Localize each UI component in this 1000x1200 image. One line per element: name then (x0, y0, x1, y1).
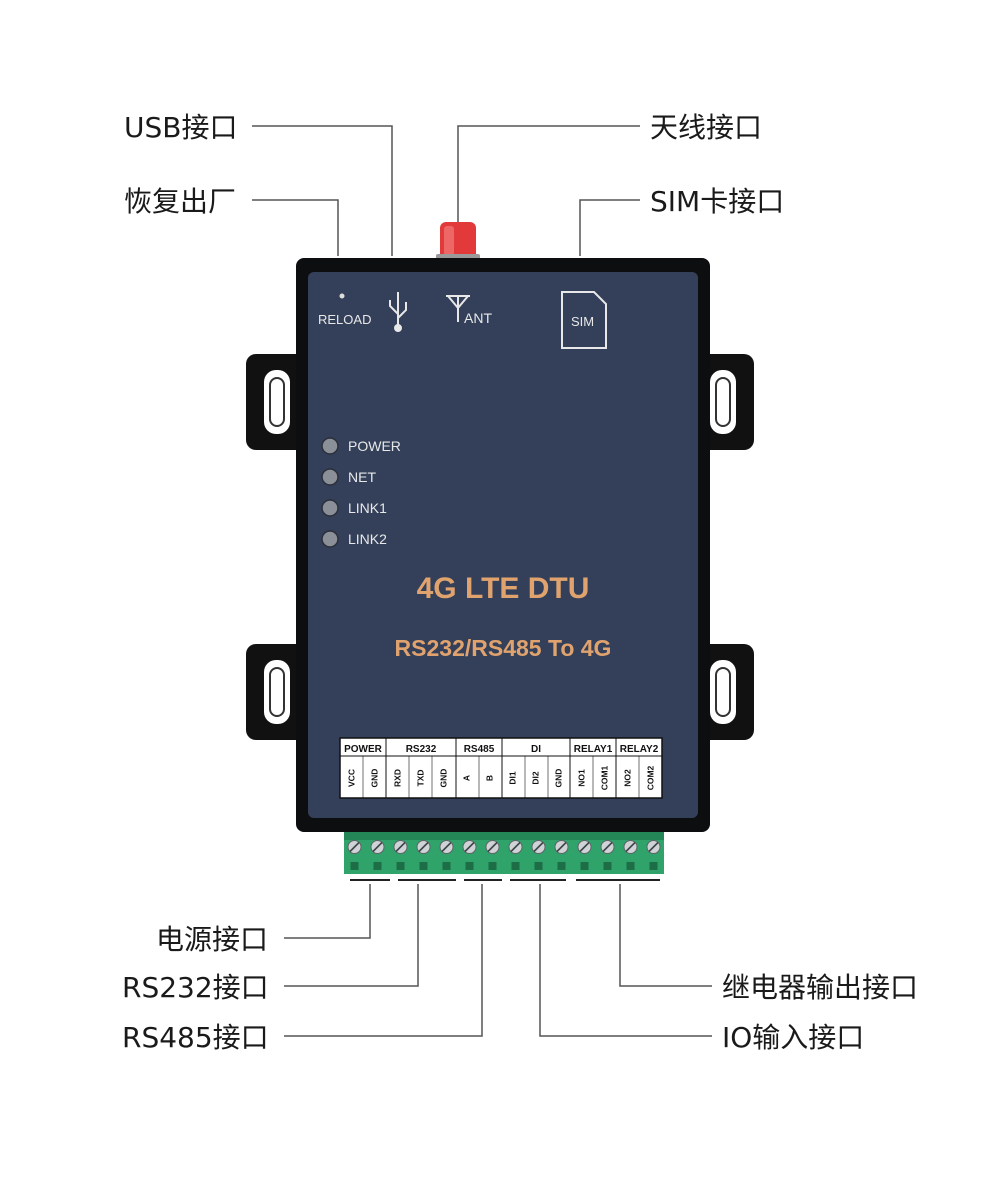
rs232-leader (284, 884, 419, 987)
group-label-relay2: RELAY2 (620, 744, 659, 755)
group-label-power: POWER (344, 744, 383, 755)
sim-label: SIM (571, 314, 594, 329)
pin-label-3: TXD (416, 770, 426, 787)
usb-icon (389, 292, 407, 332)
terminal-screw-5 (462, 840, 477, 870)
pin-label-0: VCC (347, 769, 357, 787)
ant-label: ANT (464, 310, 492, 326)
terminal-screw-13 (646, 840, 661, 870)
sim-port-callout: SIM卡接口 (650, 185, 785, 218)
device-face (308, 272, 698, 818)
terminal-screw-1 (370, 840, 385, 870)
pin-label-13: COM2 (646, 765, 656, 790)
led-label-link2: LINK2 (348, 531, 387, 547)
usb-port-callout: USB接口 (124, 111, 238, 144)
led-indicators (321, 437, 339, 548)
rs485-port-callout: RS485接口 (122, 1021, 269, 1054)
terminal-screw-12 (623, 840, 638, 870)
terminal-screw-4 (439, 840, 454, 870)
terminal-screw-9 (554, 840, 569, 870)
terminal-screw-0 (347, 840, 362, 870)
pin-label-8: DI2 (531, 771, 541, 785)
antenna-connector (436, 222, 480, 264)
sim-leader (579, 199, 640, 256)
pin-label-10: NO1 (577, 769, 587, 787)
group-label-rs485: RS485 (464, 744, 495, 755)
pin-label-4: GND (439, 769, 449, 788)
terminal-label-panel: POWER RS232 RS485 DI RELAY1 RELAY2 VCC GN… (339, 737, 663, 799)
terminal-screw-8 (531, 840, 546, 870)
pin-labels: VCC GND RXD TXD GND A B DI1 DI2 GND NO1 COM1 NO2 COM2 (347, 765, 656, 790)
reset-leader (252, 199, 339, 256)
pin-label-5: A (462, 775, 472, 781)
pin-label-12: NO2 (623, 769, 633, 787)
led-label-link1: LINK1 (348, 500, 387, 516)
pin-label-11: COM1 (600, 765, 610, 790)
usb-leader (252, 125, 393, 256)
power-leader (284, 884, 371, 939)
terminal-block (344, 832, 664, 874)
rs232-port-callout: RS232接口 (122, 971, 269, 1004)
terminal-screw-11 (600, 840, 615, 870)
terminal-screw-3 (416, 840, 431, 870)
pin-label-1: GND (370, 769, 380, 788)
terminal-screw-2 (393, 840, 408, 870)
antenna-leader (457, 125, 640, 226)
product-title: 4G LTE DTU (417, 572, 590, 605)
sim-slot-icon (561, 291, 607, 349)
ear-slot-inner (269, 377, 731, 717)
group-label-di: DI (531, 744, 541, 755)
io-input-callout: IO输入接口 (722, 1021, 865, 1054)
relay-leader (619, 884, 712, 987)
antenna-port-callout: 天线接口 (650, 111, 763, 144)
terminal-screw-6 (485, 840, 500, 870)
pin-label-9: GND (554, 769, 564, 788)
io-leader (539, 884, 712, 1037)
led-label-power: POWER (348, 438, 401, 454)
group-label-relay1: RELAY1 (574, 744, 613, 755)
antenna-icon (446, 295, 470, 322)
terminal-screw-7 (508, 840, 523, 870)
leader-lines (252, 125, 712, 1037)
factory-reset-callout: 恢复出厂 (124, 185, 237, 218)
group-label-rs232: RS232 (406, 744, 437, 755)
pin-label-2: RXD (393, 769, 403, 787)
pin-label-7: DI1 (508, 771, 518, 785)
led-label-net: NET (348, 469, 376, 485)
reload-label: RELOAD (318, 312, 371, 327)
pin-label-6: B (485, 775, 495, 781)
relay-output-callout: 继电器输出接口 (722, 971, 919, 1004)
product-subtitle: RS232/RS485 To 4G (395, 635, 612, 661)
power-port-callout: 电源接口 (156, 923, 269, 956)
rs485-leader (284, 884, 483, 1037)
terminal-screw-10 (577, 840, 592, 870)
